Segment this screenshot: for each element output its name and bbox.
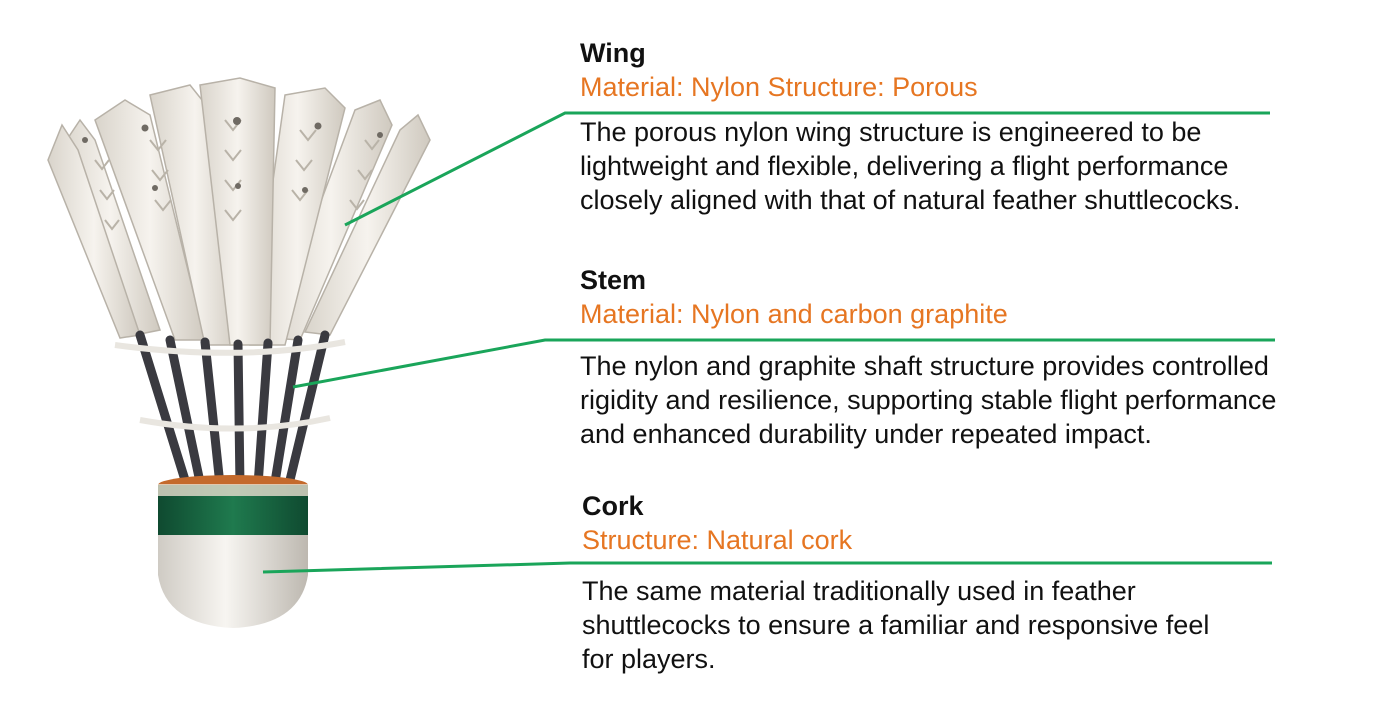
wing-title: Wing <box>580 38 646 68</box>
stem-leader-line <box>292 338 1275 389</box>
stem-description: The nylon and graphite shaft structure p… <box>580 349 1276 451</box>
description-line: The porous nylon wing structure is engin… <box>580 117 1202 147</box>
cork-leader-line <box>262 561 1272 574</box>
wing-section: Wing Material: Nylon Structure: Porous T… <box>580 37 1240 217</box>
shuttlecock-illustration <box>47 77 431 628</box>
wing-subtitle: Material: Nylon Structure: Porous <box>580 72 978 102</box>
description-line: and enhanced durability under repeated i… <box>580 419 1152 449</box>
stem-title: Stem <box>580 265 647 295</box>
cork-subtitle: Structure: Natural cork <box>582 525 853 555</box>
cork-title: Cork <box>582 491 644 521</box>
description-line: lightweight and flexible, delivering a f… <box>580 151 1229 181</box>
stem-threads <box>114 339 346 432</box>
cork-section: Cork Structure: Natural cork The same ma… <box>582 490 1209 676</box>
wing-vents <box>94 119 380 231</box>
description-line: closely aligned with that of natural fea… <box>580 185 1241 215</box>
feather-rivets <box>82 117 383 193</box>
description-line: The nylon and graphite shaft structure p… <box>580 351 1269 381</box>
wing-leader-line <box>344 111 1270 227</box>
description-line: rigidity and resilience, supporting stab… <box>580 385 1277 415</box>
stem-section: Stem Material: Nylon and carbon graphite… <box>580 264 1276 451</box>
wing-feathers <box>47 77 431 346</box>
wing-description: The porous nylon wing structure is engin… <box>580 115 1240 217</box>
cork-base <box>158 475 308 628</box>
stems <box>135 330 330 491</box>
description-line: for players. <box>582 644 716 674</box>
leader-lines <box>262 111 1275 574</box>
description-line: The same material traditionally used in … <box>582 576 1136 606</box>
cork-description: The same material traditionally used in … <box>582 574 1209 676</box>
description-line: shuttlecocks to ensure a familiar and re… <box>582 610 1210 640</box>
stem-subtitle: Material: Nylon and carbon graphite <box>580 299 1008 329</box>
